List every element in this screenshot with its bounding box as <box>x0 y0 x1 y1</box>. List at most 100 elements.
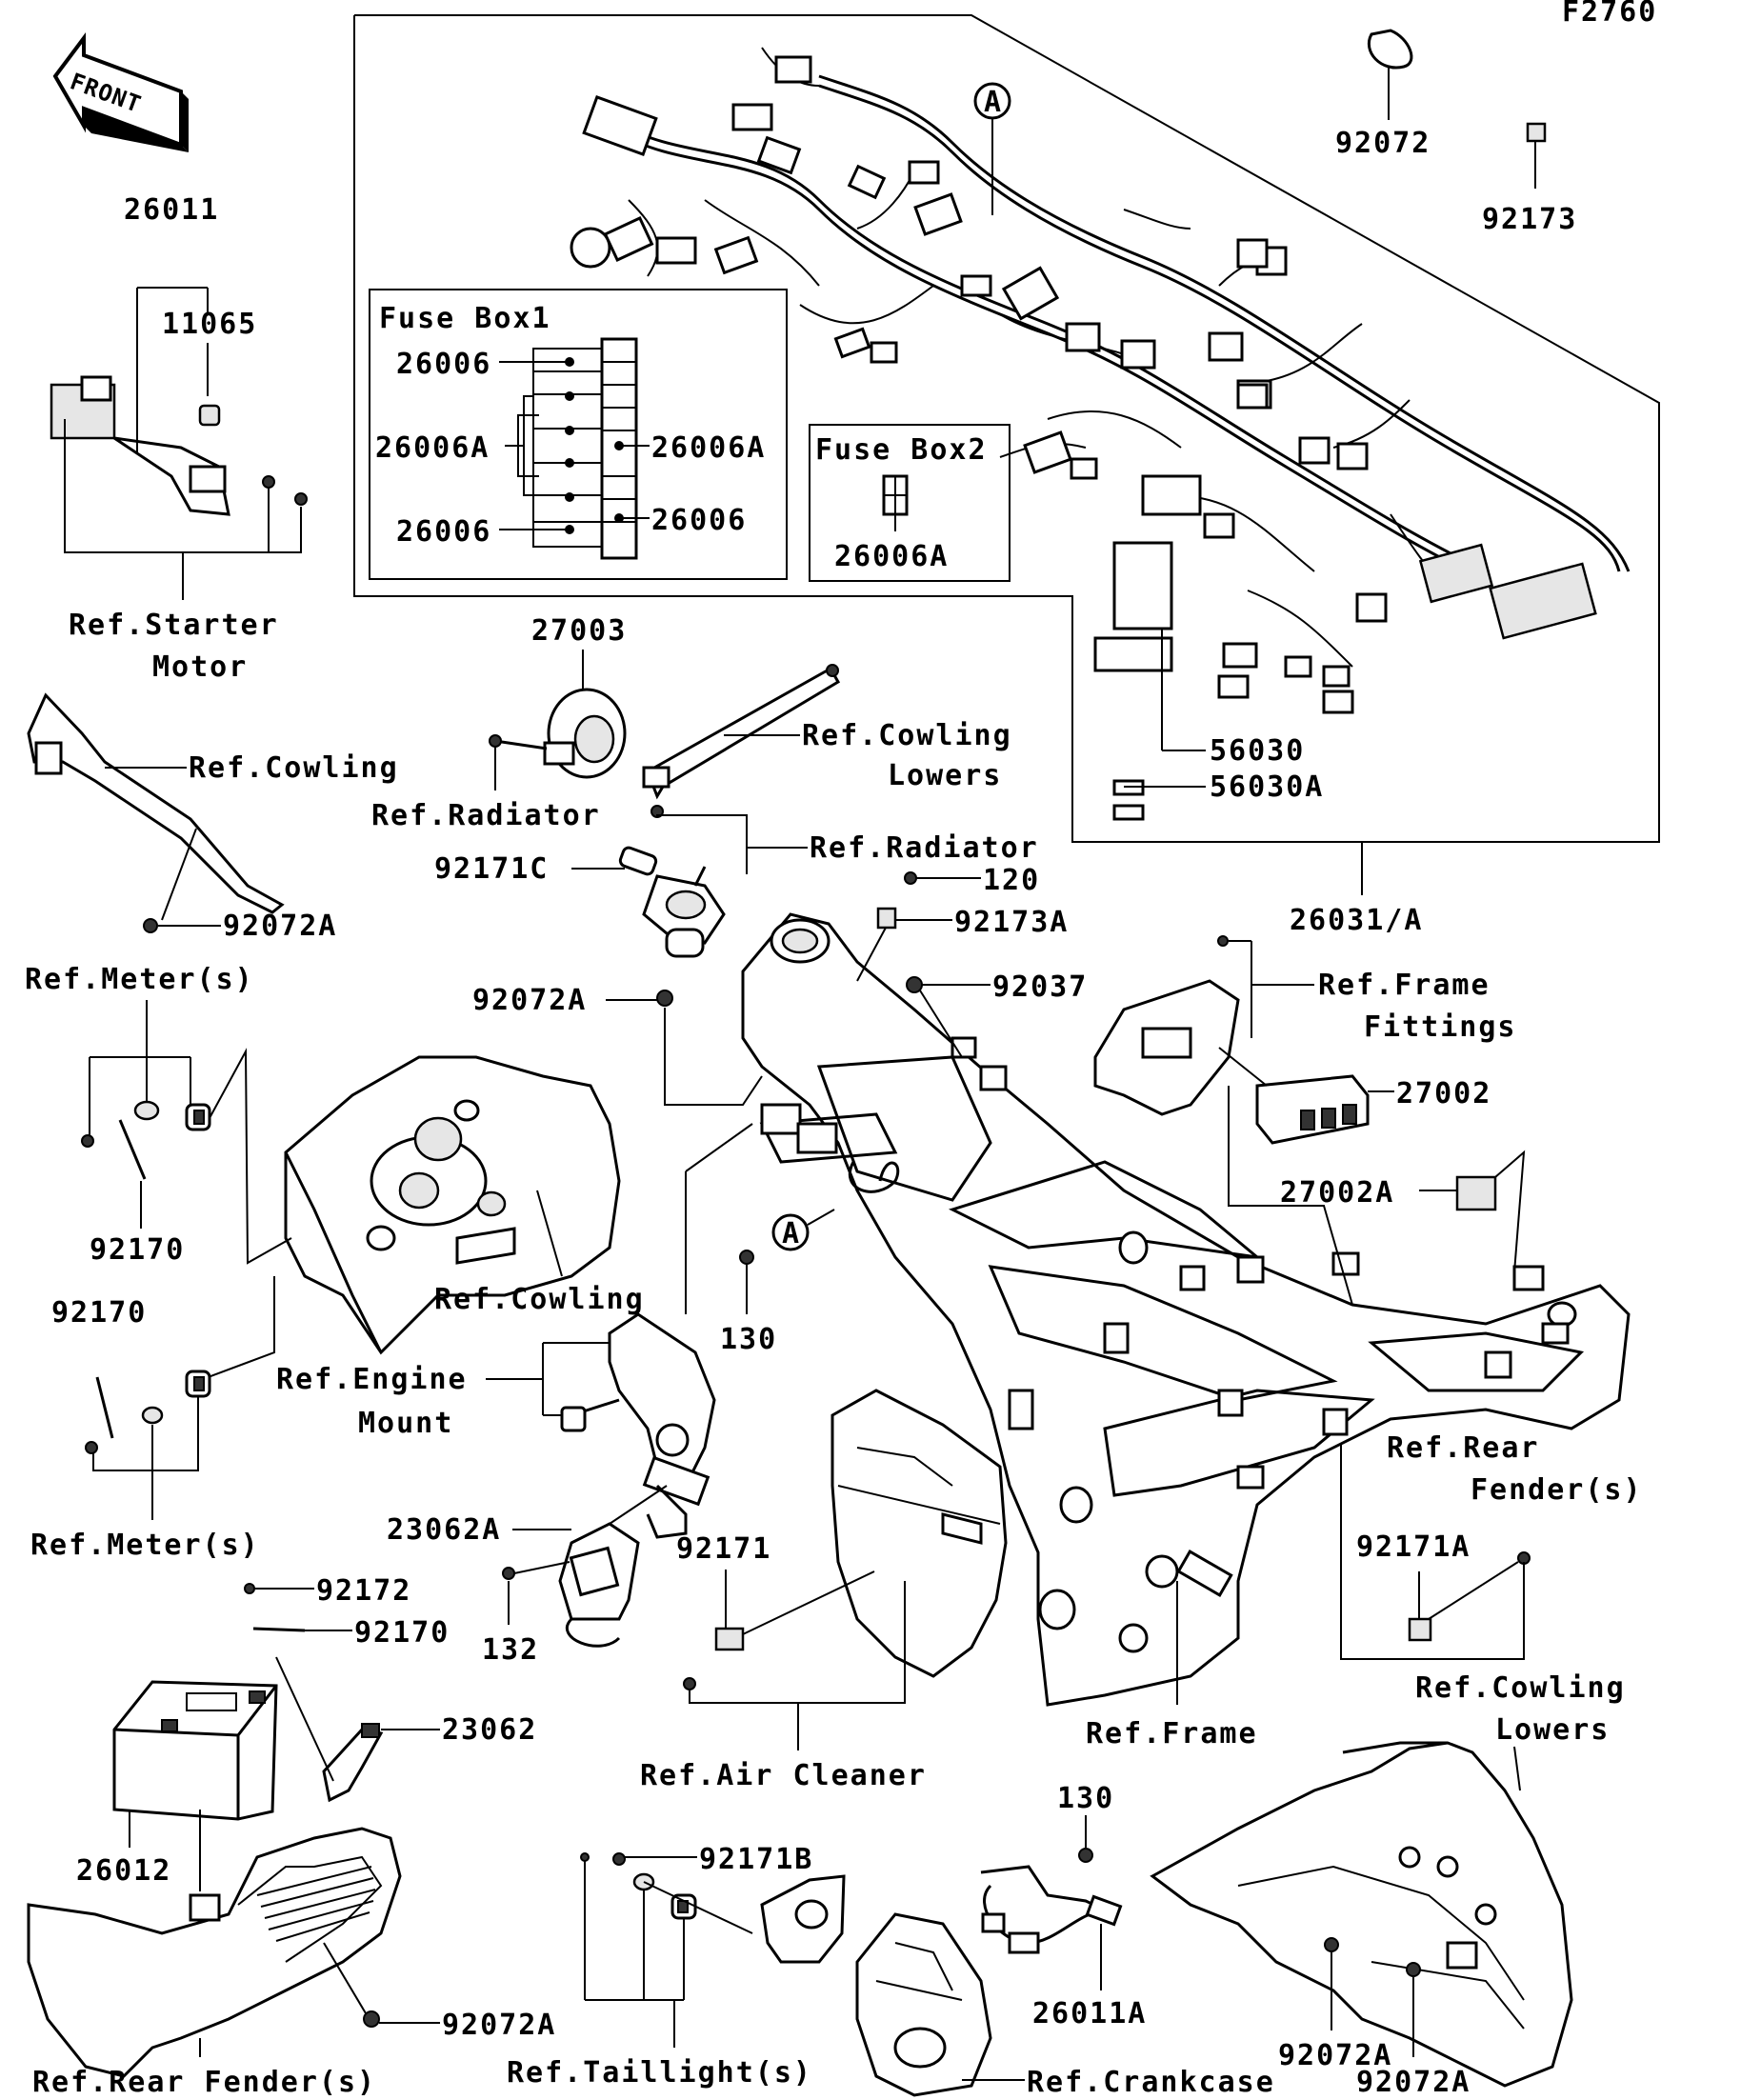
front-arrow-icon: FRONT <box>52 32 189 152</box>
part-label-92072: 92072 <box>1335 127 1431 160</box>
ref-label-cowling: Ref.Cowling <box>189 751 399 785</box>
part-label-130: 130 <box>1057 1782 1114 1815</box>
fuse-box2-frame <box>809 424 1011 582</box>
part-label-27002: 27002 <box>1396 1077 1491 1110</box>
part-label-92037: 92037 <box>992 970 1088 1004</box>
ref-label-radiator: Ref.Radiator <box>810 831 1039 865</box>
part-label-26012: 26012 <box>76 1854 171 1888</box>
clip-icon <box>1526 122 1547 143</box>
ref-label-frame-fittings: Fittings <box>1364 1010 1517 1044</box>
harness-box-outline <box>353 14 1660 843</box>
ref-label-meters: Ref.Meter(s) <box>30 1529 260 1562</box>
ref-label-cowling-lowers: Lowers <box>1495 1713 1610 1747</box>
fuse-box1-block <box>499 337 650 560</box>
sensor-harness-icon <box>980 1865 1123 1954</box>
air-cleaner-housing-icon <box>830 1389 1008 1678</box>
ref-label-rear-fender: Fender(s) <box>1471 1473 1643 1507</box>
engine-mount-bracket-icon <box>608 1312 716 1539</box>
part-label-27002a: 27002A <box>1280 1176 1394 1210</box>
ref-label-starter-motor: Motor <box>152 650 248 684</box>
frame-fitting-bracket-icon <box>1093 979 1240 1116</box>
part-label-92173a: 92173A <box>954 906 1069 939</box>
ref-label-crankcase: Ref.Crankcase <box>1027 2066 1275 2099</box>
ref-label-engine-mount: Ref.Engine <box>276 1363 468 1396</box>
relay-icon <box>1455 1175 1497 1211</box>
starter-relay-icon <box>50 375 308 516</box>
battery-tray-icon <box>27 1827 402 2078</box>
part-label-120: 120 <box>983 864 1040 897</box>
cowling-bracket-icon <box>27 692 285 914</box>
part-label-92170: 92170 <box>51 1296 147 1330</box>
horn-icon <box>489 688 627 779</box>
part-label-92173: 92173 <box>1482 203 1577 236</box>
cable-clip-icon <box>714 1627 745 1651</box>
part-label-56030: 56030 <box>1210 734 1305 768</box>
fuse-box1-title: Fuse Box1 <box>379 302 551 335</box>
ref-label-cowling: Ref.Cowling <box>434 1283 645 1316</box>
grommet-icon <box>185 1370 211 1398</box>
fuse-box2-block <box>882 474 909 531</box>
meter-cowling-icon <box>284 1055 621 1355</box>
part-label-23062: 23062 <box>442 1713 537 1747</box>
part-label-27003: 27003 <box>531 614 627 648</box>
part-label-92171: 92171 <box>676 1532 771 1566</box>
part-label-26006: 26006 <box>651 504 747 537</box>
reference-marker-a-label: A <box>782 1217 801 1250</box>
part-label-92170: 92170 <box>354 1616 450 1650</box>
part-label-26006: 26006 <box>396 348 491 381</box>
fuse-box1-frame <box>369 289 788 580</box>
part-label-92072a: 92072A <box>1278 2039 1392 2072</box>
ref-label-taillight: Ref.Taillight(s) <box>507 2056 812 2090</box>
ref-label-meters: Ref.Meter(s) <box>25 963 254 996</box>
ref-label-rear-fender: Ref.Rear <box>1387 1431 1540 1465</box>
part-label-92072a: 92072A <box>442 2009 556 2042</box>
taillight-bracket-icon <box>760 1874 846 1964</box>
ref-label-starter-motor: Ref.Starter <box>69 609 279 642</box>
part-label-26006a: 26006A <box>834 540 949 573</box>
ref-label-rear-fender: Ref.Rear Fender(s) <box>32 2066 376 2099</box>
part-label-130: 130 <box>720 1323 777 1356</box>
grommet-icon <box>185 1103 211 1131</box>
main-wiring-harness <box>570 47 1631 821</box>
part-label-56030a: 56030A <box>1210 770 1324 804</box>
diagram-code: F2760 <box>1562 0 1657 29</box>
crankcase-cover-icon <box>855 1912 992 2097</box>
ref-label-cowling-lowers: Lowers <box>888 759 1002 792</box>
part-label-26006a: 26006A <box>651 431 766 465</box>
part-label-92171a: 92171A <box>1356 1530 1471 1564</box>
part-label-11065: 11065 <box>162 308 257 341</box>
mount-bolt-icon <box>560 1398 620 1432</box>
grommet-icon <box>670 1893 697 1920</box>
part-label-92172: 92172 <box>316 1574 411 1608</box>
part-label-132: 132 <box>482 1633 539 1667</box>
part-label-92072a: 92072A <box>223 910 337 943</box>
fuse-box2-title: Fuse Box2 <box>815 433 988 467</box>
ref-label-frame-fittings: Ref.Frame <box>1318 969 1491 1002</box>
clamp-icon <box>1367 29 1413 70</box>
battery-bracket-icon <box>322 1723 384 1803</box>
ref-label-cowling-lowers: Ref.Cowling <box>1415 1671 1626 1705</box>
battery-icon <box>112 1680 278 1821</box>
ecu-icon <box>1255 1074 1370 1145</box>
part-label-26031-a: 26031/A <box>1290 904 1423 937</box>
cable-clip-icon <box>1408 1617 1432 1642</box>
part-label-92072a: 92072A <box>1356 2066 1471 2099</box>
part-label-26006: 26006 <box>396 515 491 549</box>
frame-icon <box>741 912 1631 1707</box>
part-label-26011: 26011 <box>124 193 219 227</box>
part-label-92171b: 92171B <box>699 1843 813 1876</box>
ref-label-frame: Ref.Frame <box>1086 1717 1258 1750</box>
radiator-cap-icon <box>618 846 726 958</box>
ref-label-radiator: Ref.Radiator <box>371 799 601 832</box>
ref-label-air-cleaner: Ref.Air Cleaner <box>640 1759 927 1792</box>
reference-marker-a-label: A <box>984 86 1003 119</box>
part-label-92170: 92170 <box>90 1233 185 1267</box>
part-label-26006a: 26006A <box>375 431 490 465</box>
part-label-92072a: 92072A <box>472 984 587 1017</box>
part-label-26011a: 26011A <box>1032 1997 1147 2030</box>
cowling-lowers-panel-icon <box>1150 1741 1573 2088</box>
ref-label-cowling-lowers: Ref.Cowling <box>802 719 1012 752</box>
reference-marker-a <box>771 1213 810 1251</box>
ref-label-engine-mount: Mount <box>358 1407 453 1440</box>
